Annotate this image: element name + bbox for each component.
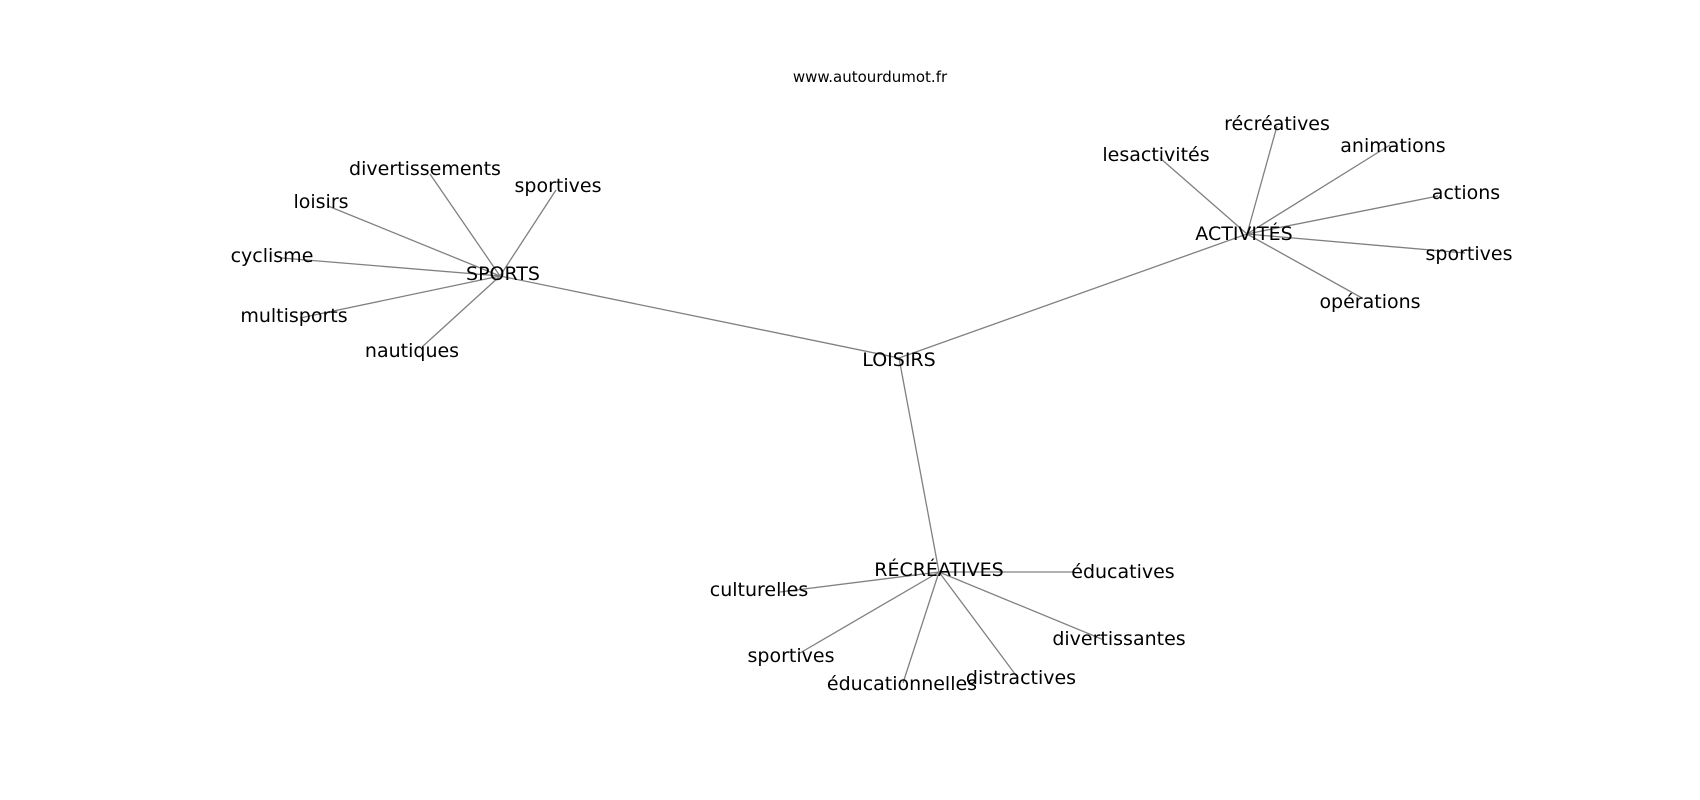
leaf-node-label: actions [1432, 182, 1500, 204]
edge-root-to-sports [499, 275, 900, 359]
edge-récréatives-1 [779, 571, 940, 593]
leaf-node-label: lesactivités [1102, 144, 1209, 166]
leaf-node-label: éducationnelles [827, 673, 977, 695]
edge-sports-4 [299, 275, 501, 319]
group-node-label: RÉCRÉATIVES [874, 558, 1003, 581]
source-url: www.autourdumot.fr [793, 68, 948, 86]
edge-activités-0 [1159, 157, 1248, 235]
leaf-node-label: opérations [1319, 291, 1420, 313]
leaf-node-label: distractives [966, 667, 1076, 689]
leaf-node-label: sportives [1426, 243, 1513, 265]
edge-sports-2 [327, 205, 501, 277]
edge-récréatives-4 [902, 571, 940, 684]
leaf-node-label: divertissements [349, 158, 501, 180]
edge-récréatives-5 [938, 571, 1019, 679]
group-node-label: SPORTS [466, 263, 540, 285]
edge-sports-3 [281, 257, 501, 277]
leaf-node-label: culturelles [710, 579, 809, 601]
edge-sports-1 [499, 189, 557, 277]
leaf-node-label: sportives [515, 175, 602, 197]
edge-récréatives-2 [938, 571, 1105, 641]
edge-activités-4 [1246, 233, 1466, 254]
leaf-node-label: multisports [240, 305, 347, 327]
leaf-node-label: cyclisme [231, 245, 314, 267]
root-node-label: LOISIRS [862, 349, 935, 371]
edge-récréatives-3 [799, 571, 940, 654]
edge-activités-3 [1246, 195, 1439, 235]
edge-sports-5 [421, 275, 501, 348]
leaf-node-label: animations [1340, 135, 1445, 157]
leaf-node-label: divertissantes [1052, 628, 1185, 650]
leaf-node-label: sportives [748, 645, 835, 667]
edge-root-to-activités [898, 233, 1248, 359]
group-node-label: ACTIVITÉS [1195, 222, 1292, 245]
edges-layer [281, 125, 1466, 684]
leaf-node-label: éducatives [1071, 561, 1174, 583]
edge-activités-1 [1246, 125, 1278, 235]
labels-layer: www.autourdumot.fr LOISIRS SPORTS divertis… [231, 68, 1513, 695]
leaf-node-label: récréatives [1224, 113, 1330, 135]
edge-activités-5 [1246, 233, 1363, 299]
edge-sports-0 [429, 173, 501, 277]
leaf-node-label: loisirs [293, 191, 348, 213]
leaf-node-label: nautiques [365, 340, 459, 362]
edge-activités-2 [1246, 144, 1391, 235]
edge-root-to-récréatives [898, 357, 940, 573]
